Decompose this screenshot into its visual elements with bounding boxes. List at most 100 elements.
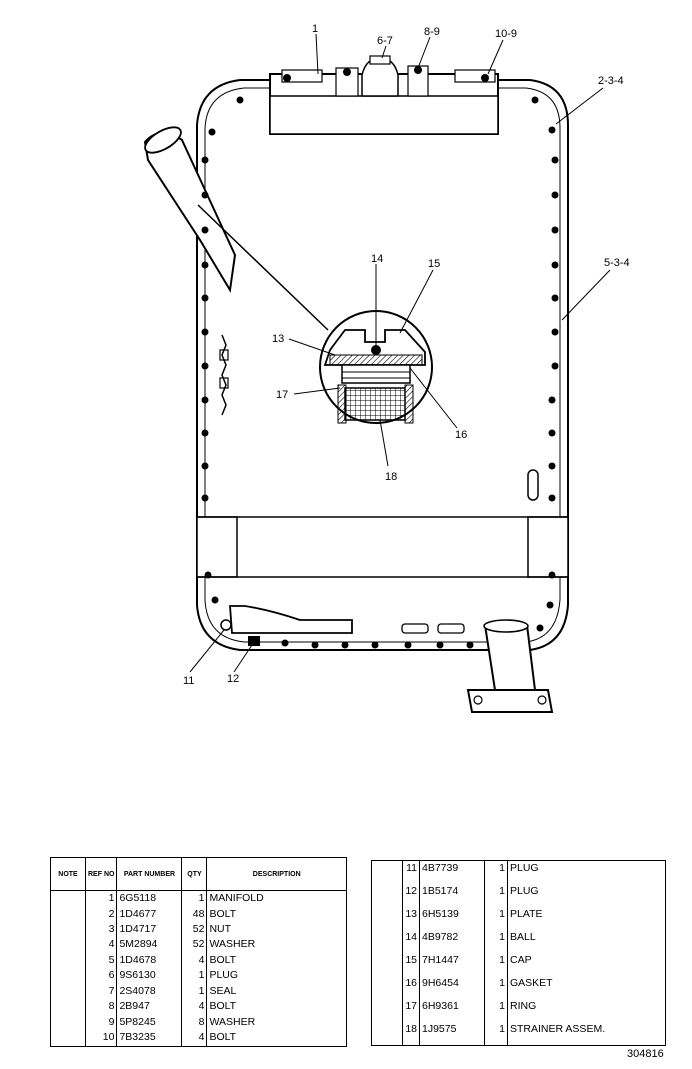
note-cell — [371, 998, 403, 1022]
callout-8-9: 8-9 — [424, 26, 440, 38]
note-cell — [50, 952, 86, 969]
qty-cell: 1 — [484, 930, 508, 953]
header-ref-no: REF NO — [85, 857, 118, 891]
description-cell: GASKET — [510, 976, 553, 989]
part-number-cell: 2B947 — [116, 999, 183, 1015]
empty-cell — [50, 1045, 86, 1047]
callout-18: 18 — [385, 471, 397, 483]
ref-cell: 12 — [402, 884, 420, 908]
description-cell: BOLT — [209, 1031, 237, 1044]
note-cell — [50, 999, 86, 1015]
part-number-cell: 5P8245 — [116, 1014, 183, 1031]
qty-cell: 4 — [181, 1030, 208, 1046]
qty-cell: 48 — [181, 906, 208, 922]
note-cell — [50, 890, 86, 907]
leader-lines — [189, 33, 611, 673]
qty-cell: 1 — [484, 975, 508, 999]
description-cell: BALL — [510, 931, 536, 944]
note-cell — [50, 906, 86, 922]
ref-cell: 7 — [85, 983, 118, 1000]
description-cell: BOLT — [209, 1000, 237, 1013]
callout-1: 1 — [312, 23, 318, 35]
ref-cell: 4 — [85, 937, 118, 953]
part-number-cell: 1B5174 — [419, 884, 485, 908]
note-cell — [50, 1014, 86, 1031]
part-number-cell: 6H9361 — [419, 998, 485, 1022]
callout-12: 12 — [227, 673, 239, 685]
note-cell — [371, 952, 403, 976]
empty-cell — [508, 1045, 666, 1046]
ref-cell: 3 — [85, 921, 118, 938]
description-cell: WASHER — [209, 1015, 256, 1028]
ref-cell: 17 — [402, 998, 420, 1022]
outlet-pipe — [466, 619, 554, 713]
part-number-cell: 4B7739 — [419, 860, 485, 885]
empty-cell — [181, 1045, 208, 1047]
description-cell: PLATE — [510, 908, 543, 921]
ref-cell: 10 — [85, 1030, 118, 1046]
empty-cell — [402, 1044, 420, 1046]
qty-cell: 1 — [181, 983, 208, 1000]
part-number-cell: 7H1447 — [419, 952, 485, 976]
perimeter-bolts — [201, 96, 559, 649]
ref-cell: 9 — [85, 1014, 118, 1031]
part-number-cell: 4B9782 — [419, 930, 485, 953]
ref-cell: 5 — [85, 952, 118, 969]
empty-cell — [116, 1045, 183, 1047]
side-slot — [527, 469, 539, 501]
header-note: NOTE — [50, 857, 86, 891]
part-number-cell: 1J9575 — [419, 1021, 485, 1045]
callout-6-7: 6-7 — [377, 35, 393, 47]
qty-cell: 1 — [484, 952, 508, 976]
note-cell — [371, 907, 403, 931]
part-number-cell: 6G5118 — [116, 890, 183, 907]
part-number-cell: 7B3235 — [116, 1030, 183, 1046]
bottom-bracket — [229, 605, 353, 634]
part-number-cell: 1D4717 — [116, 921, 183, 938]
qty-cell: 1 — [484, 907, 508, 931]
callout-17: 17 — [276, 389, 288, 401]
empty-cell — [207, 1046, 347, 1047]
qty-cell: 1 — [484, 860, 508, 885]
callout-15: 15 — [428, 258, 440, 270]
note-cell — [371, 930, 403, 953]
table-filler-row — [371, 1044, 666, 1046]
ref-cell: 11 — [402, 860, 420, 885]
ref-cell: 16 — [402, 975, 420, 999]
header-description: DESCRIPTION — [206, 857, 347, 891]
callout-10-9: 10-9 — [495, 28, 517, 40]
callout-5-3-4: 5-3-4 — [604, 257, 630, 269]
empty-cell — [85, 1045, 118, 1047]
part-number-cell: 2S4078 — [116, 983, 183, 1000]
ref-cell: 15 — [402, 952, 420, 976]
qty-cell: 4 — [181, 999, 208, 1015]
description-cell: WASHER — [209, 938, 256, 951]
qty-cell: 1 — [484, 998, 508, 1022]
callout-16: 16 — [455, 429, 467, 441]
tank-exploded-view: 1 6-7 8-9 10-9 2-3-4 5-3-4 14 15 13 17 1… — [143, 23, 630, 713]
figure-number: 304816 — [627, 1048, 664, 1060]
callout-2-3-4: 2-3-4 — [598, 75, 624, 87]
note-cell — [371, 975, 403, 999]
note-cell — [50, 968, 86, 984]
empty-cell — [371, 1044, 403, 1046]
part-number-cell: 9H6454 — [419, 975, 485, 999]
part-number-cell: 1D4677 — [116, 906, 183, 922]
note-cell — [50, 937, 86, 953]
qty-cell: 1 — [181, 890, 208, 907]
part-number-cell: 6H5139 — [419, 907, 485, 931]
qty-cell: 52 — [181, 937, 208, 953]
description-cell: SEAL — [209, 984, 237, 997]
callout-13: 13 — [272, 333, 284, 345]
part-number-cell: 5M2894 — [116, 937, 183, 953]
